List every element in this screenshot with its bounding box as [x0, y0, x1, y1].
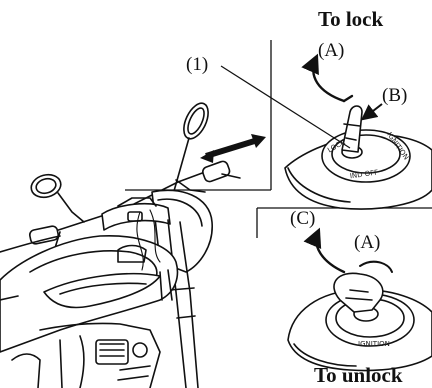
- lock-inset: [285, 58, 432, 209]
- to-lock-label: To lock: [318, 7, 383, 31]
- leader-line-1: [221, 66, 350, 148]
- right-mirror: [179, 100, 213, 143]
- callout-a-top: (A): [318, 40, 344, 61]
- key-insertion-arrow: [200, 134, 266, 163]
- callout-c: (C): [290, 208, 315, 229]
- motorcycle-illustration: [0, 100, 240, 388]
- to-unlock-label: To unlock: [314, 363, 403, 387]
- callout-1: (1): [186, 54, 208, 75]
- ring-marking-bottom: IGNITION: [358, 340, 390, 348]
- callout-a-bottom: (A): [354, 232, 380, 253]
- left-mirror: [29, 171, 64, 200]
- callout-b: (B): [382, 85, 407, 106]
- push-arrow: [364, 104, 382, 118]
